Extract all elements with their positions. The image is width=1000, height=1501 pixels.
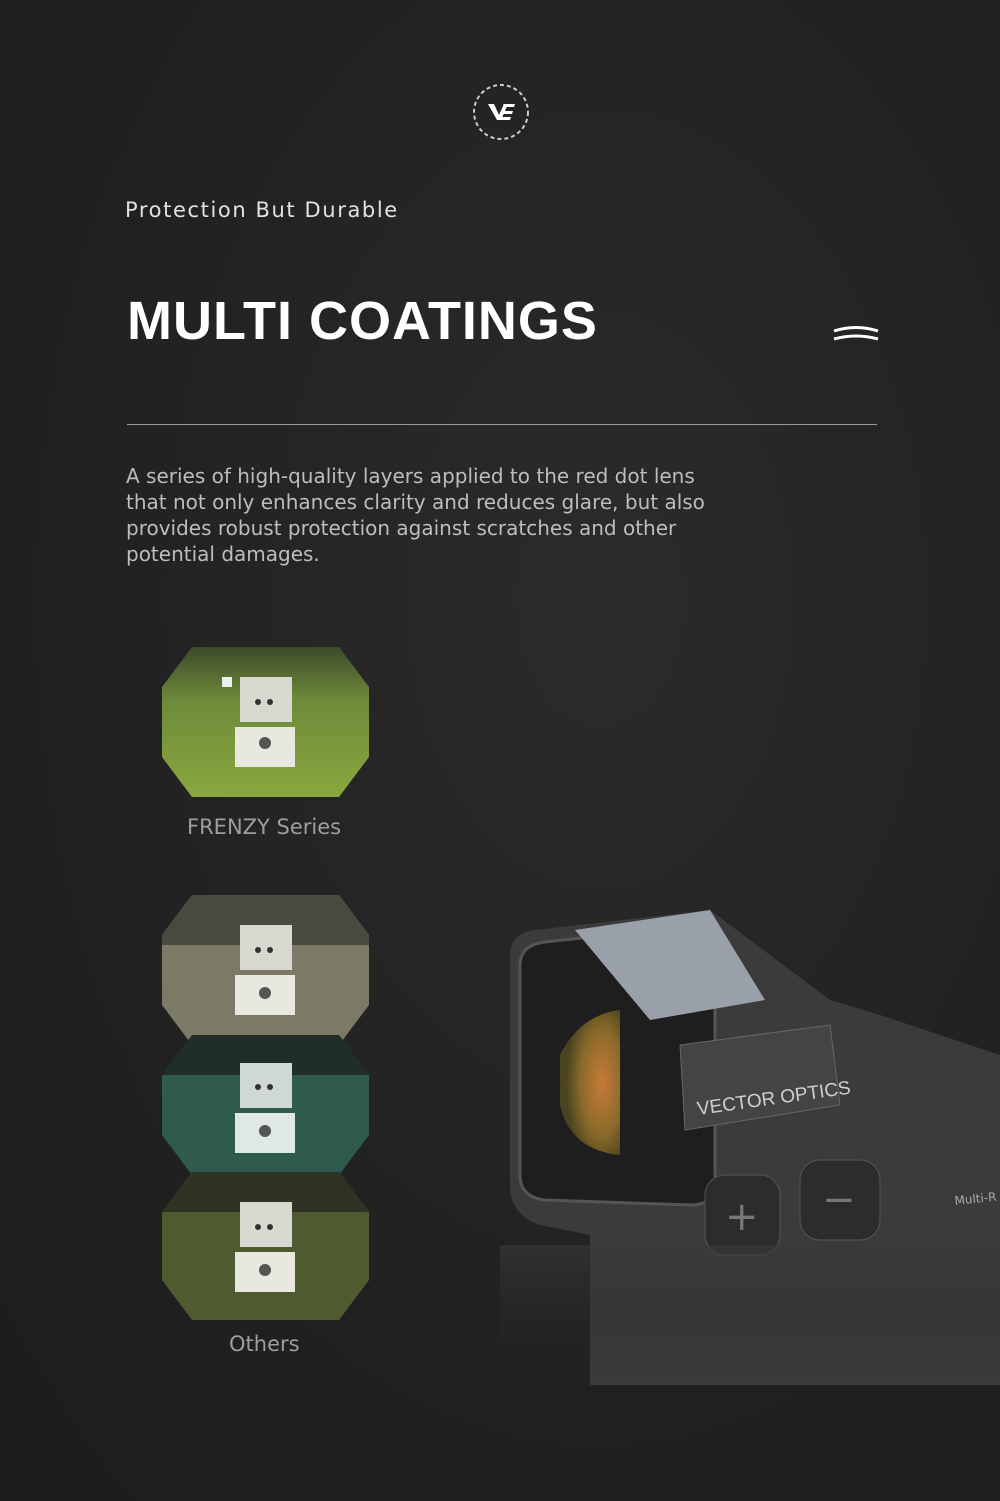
lens-view-other-2: [162, 1035, 369, 1175]
double-line-icon: [833, 326, 879, 341]
divider: [127, 424, 877, 425]
plus-icon: +: [725, 1194, 759, 1240]
others-label: Others: [229, 1332, 300, 1356]
frenzy-label: FRENZY Series: [187, 815, 342, 839]
brand-logo: [473, 84, 529, 140]
lens-view-other-3: [162, 1172, 369, 1320]
product-side-text: Multi-R: [954, 1190, 997, 1208]
page-title: MULTI COATINGS: [127, 291, 598, 351]
red-dot-sight-image: VECTOR OPTICS + − Multi-R: [500, 910, 1000, 1385]
description: A series of high-quality layers applied …: [126, 464, 705, 566]
lens-view-frenzy: [162, 647, 369, 797]
lens-view-other-1: [162, 895, 369, 1045]
subtitle: Protection But Durable: [125, 198, 399, 222]
minus-icon: −: [822, 1177, 856, 1223]
